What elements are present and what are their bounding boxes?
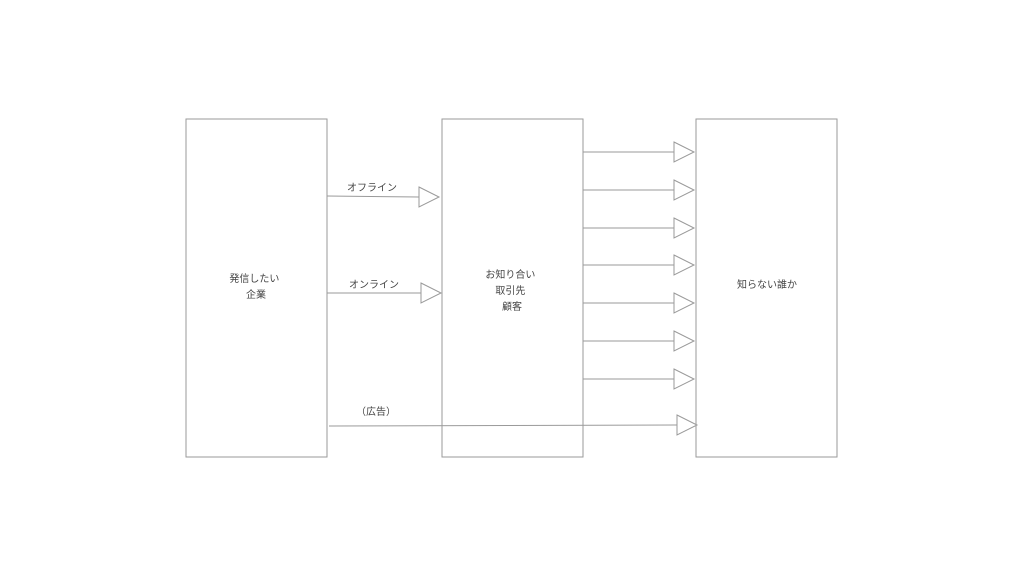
node-strangers-box [695,118,838,458]
node-strangers: 知らない誰か [695,118,838,458]
edge-online-arrowhead [420,282,443,304]
node-acquaintances-label-line: お知り合い [485,268,535,281]
node-strangers-label: 知らない誰か [737,278,797,291]
fan-out-arrowhead [673,141,696,163]
fan-out-arrowhead [673,217,696,239]
node-sender: 発信したい 企業 [185,118,328,458]
fan-out-arrow [583,368,696,390]
edge-advertising: （広告） [328,405,699,436]
edge-advertising-label: （広告） [356,405,396,418]
fan-out-arrowhead [673,368,696,390]
fan-out-arrow [583,217,696,239]
edge-offline: オフライン [326,182,441,208]
edge-online: オンライン [327,279,443,304]
node-acquaintances-label-line: 取引先 [495,285,525,297]
node-acquaintances-label-line: 顧客 [502,300,522,313]
fan-out-arrowhead [673,292,696,314]
node-acquaintances-label: お知り合い 取引先 顧客 [485,268,538,313]
node-strangers-label-line: 知らない誰か [737,278,797,291]
edge-online-label: オンライン [349,279,399,291]
edge-offline-label: オフライン [347,182,397,194]
fan-out-arrow [583,292,696,314]
fan-out-arrow [583,330,696,352]
fan-out-arrows [583,141,696,390]
node-sender-label-line: 発信したい [229,272,279,285]
fan-out-arrow [583,141,696,163]
node-sender-box [185,118,328,458]
node-sender-label: 発信したい 企業 [229,272,282,301]
fan-out-arrow [583,254,696,276]
edge-offline-line [326,195,420,198]
node-sender-label-line: 企業 [246,288,266,301]
fan-out-arrowhead [673,254,696,276]
fan-out-arrowhead [673,179,696,201]
fan-out-arrow [583,179,696,201]
node-acquaintances: お知り合い 取引先 顧客 [441,118,584,458]
edge-advertising-line [328,424,678,427]
edge-advertising-arrowhead [676,414,699,436]
edge-offline-arrowhead [418,186,441,208]
fan-out-arrowhead [673,330,696,352]
node-acquaintances-box [441,118,584,458]
